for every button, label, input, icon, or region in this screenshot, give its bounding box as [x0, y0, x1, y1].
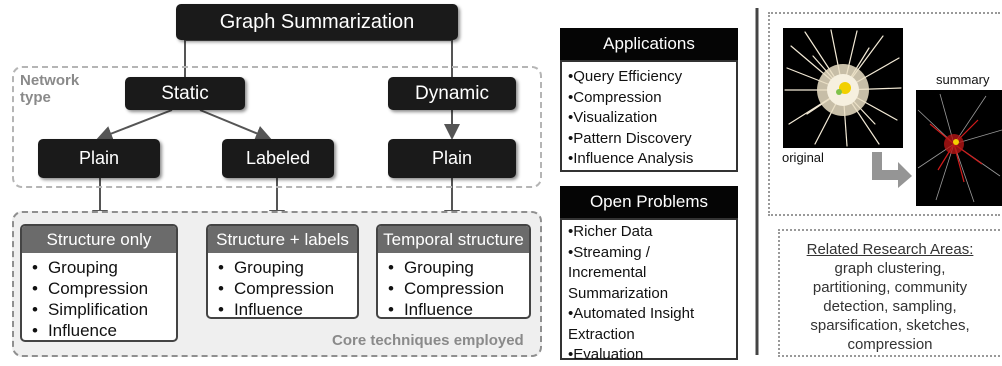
- structure-only-box: Structure only Grouping Compression Simp…: [20, 224, 178, 342]
- technique-item: Influence: [32, 320, 176, 340]
- open-problems-box: •Richer Data •Streaming / Incremental Su…: [560, 218, 738, 363]
- figure-region: [768, 12, 1000, 216]
- application-item: •Compression: [568, 88, 662, 106]
- summary-graph-image: [916, 90, 1002, 206]
- structure-only-list: Grouping Compression Simplification Infl…: [22, 257, 176, 340]
- original-label: original: [782, 150, 824, 165]
- edge-static-plain: [96, 109, 173, 142]
- problem-item: •Richer Data: [568, 223, 653, 240]
- related-research-title: Related Research Areas:: [806, 241, 974, 258]
- network-type-region: [12, 66, 542, 188]
- related-research-line: graph clustering,: [834, 260, 946, 277]
- technique-item: Influence: [218, 299, 357, 317]
- technique-item: Influence: [388, 299, 529, 317]
- applications-title: Applications: [560, 28, 738, 60]
- related-research-line: sparsification, sketches,: [810, 317, 970, 334]
- temporal-structure-box: Temporal structure Grouping Compression …: [376, 224, 531, 319]
- open-problems-title: Open Problems: [560, 186, 738, 218]
- core-techniques-label: Core techniques employed: [332, 332, 524, 349]
- temporal-structure-header: Temporal structure: [378, 226, 529, 253]
- application-item: •Query Efficiency: [568, 68, 683, 85]
- summary-label: summary: [936, 72, 990, 87]
- problem-item: Incremental: [568, 264, 647, 281]
- summarize-arrow-icon: [872, 152, 912, 188]
- problem-item: •Streaming /: [568, 243, 650, 261]
- technique-item: Compression: [388, 278, 529, 299]
- application-item: •Visualization: [568, 109, 658, 126]
- technique-item: Compression: [32, 278, 176, 299]
- related-research-line: compression: [847, 336, 933, 353]
- technique-item: Simplification: [32, 299, 176, 320]
- technique-item: Grouping: [218, 257, 357, 278]
- problem-item: •Evaluation: [568, 346, 644, 363]
- edge-static-labeled: [199, 109, 272, 141]
- structure-labels-list: Grouping Compression Influence: [208, 257, 357, 317]
- related-research-box: Related Research Areas: graph clustering…: [778, 229, 1000, 357]
- structure-labels-box: Structure + labels Grouping Compression …: [206, 224, 359, 319]
- related-research-line: partitioning, community: [812, 279, 968, 296]
- structure-only-header: Structure only: [22, 226, 176, 253]
- structure-labels-header: Structure + labels: [208, 226, 357, 253]
- technique-item: Grouping: [388, 257, 529, 278]
- original-graph-image: [783, 28, 903, 148]
- plain-static-node: Plain: [38, 139, 160, 178]
- problem-item: Extraction: [568, 325, 635, 343]
- problem-item: •Automated Insight: [568, 305, 695, 322]
- technique-item: Grouping: [32, 257, 176, 278]
- technique-item: Compression: [218, 278, 357, 299]
- problem-item: Summarization: [568, 284, 669, 302]
- static-node: Static: [125, 77, 245, 110]
- applications-box: •Query Efficiency •Compression •Visualiz…: [560, 60, 738, 172]
- network-type-label: Network type: [20, 72, 80, 106]
- related-research-line: detection, sampling,: [823, 298, 957, 315]
- temporal-structure-list: Grouping Compression Influence: [378, 257, 529, 317]
- labeled-node: Labeled: [222, 139, 334, 178]
- dynamic-node: Dynamic: [388, 77, 516, 110]
- plain-dynamic-node: Plain: [388, 139, 516, 178]
- application-item: •Pattern Discovery: [568, 129, 692, 147]
- graph-summarization-node: Graph Summarization: [176, 4, 458, 40]
- application-item: •Influence Analysis: [568, 150, 694, 167]
